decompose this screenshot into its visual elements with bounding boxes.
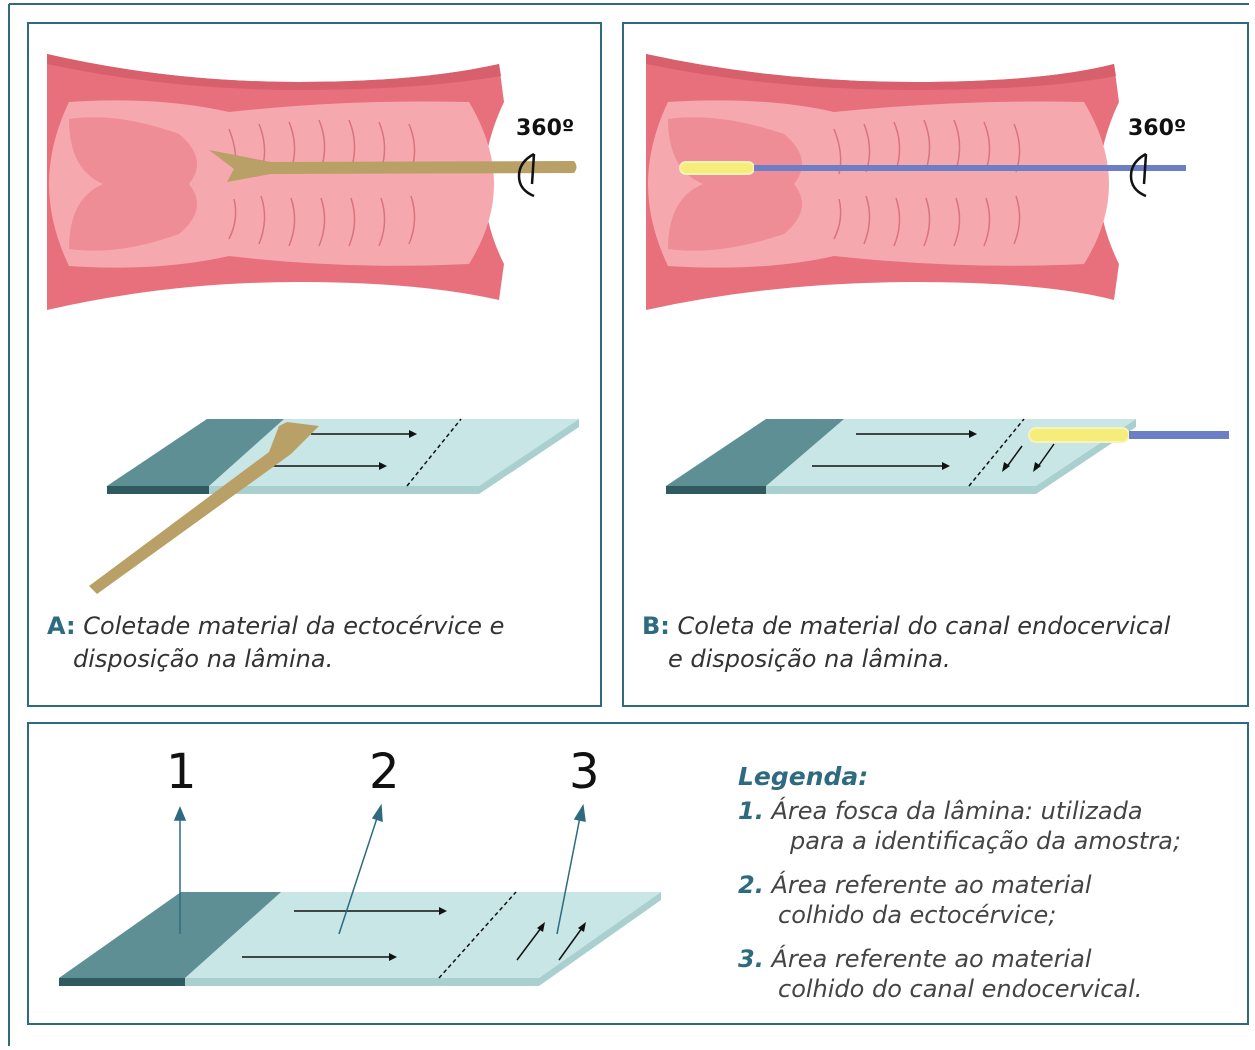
- panel-endocervix: 360º B: Coleta de material do canal endo…: [622, 22, 1249, 707]
- brush-handle: [754, 165, 1186, 171]
- rotation-label-a: 360º: [516, 116, 574, 141]
- legend-item-3-line1: Área referente ao material: [771, 945, 1091, 973]
- glass-slide-c: [59, 892, 661, 986]
- caption-a: A: Coletade material da ectocérvice e di…: [47, 610, 592, 676]
- area-label-2: 2: [369, 744, 400, 800]
- rotation-label-b: 360º: [1128, 116, 1186, 141]
- glass-slide-b: [666, 419, 1229, 494]
- legend-title: Legenda:: [738, 762, 868, 791]
- caption-a-line1: Coletade material da ectocérvice e: [83, 612, 504, 640]
- legend-num-2: 2.: [738, 871, 764, 899]
- legend-item-1: 1. Área fosca da lâmina: utilizada para …: [738, 796, 1181, 856]
- legend-num-1: 1.: [738, 797, 764, 825]
- legend-num-3: 3.: [738, 945, 764, 973]
- panel-ectocervix: 360º A: Coletade material da ectocérvice…: [27, 22, 602, 707]
- legend-item-2: 2. Área referente ao material colhido da…: [738, 870, 1092, 930]
- glass-slide-a: [89, 419, 579, 594]
- caption-a-line2: disposição na lâmina.: [47, 643, 592, 676]
- caption-tag-b: B:: [642, 612, 670, 640]
- caption-b-line1: Coleta de material do canal endocervical: [678, 612, 1171, 640]
- caption-tag-a: A:: [47, 612, 76, 640]
- legend-item-1-line2: para a identificação da amostra;: [738, 826, 1181, 856]
- caption-b-line2: e disposição na lâmina.: [642, 643, 1242, 676]
- legend-item-1-line1: Área fosca da lâmina: utilizada: [771, 797, 1142, 825]
- area-label-1: 1: [166, 744, 197, 800]
- caption-b: B: Coleta de material do canal endocervi…: [642, 610, 1242, 676]
- cytobrush: [680, 162, 754, 174]
- legend-item-3-line2: colhido do canal endocervical.: [738, 974, 1142, 1004]
- area-label-3: 3: [569, 744, 600, 800]
- legend-item-2-line2: colhido da ectocérvice;: [738, 900, 1092, 930]
- legend-item-3: 3. Área referente ao material colhido do…: [738, 944, 1142, 1004]
- legend-item-2-line1: Área referente ao material: [771, 871, 1091, 899]
